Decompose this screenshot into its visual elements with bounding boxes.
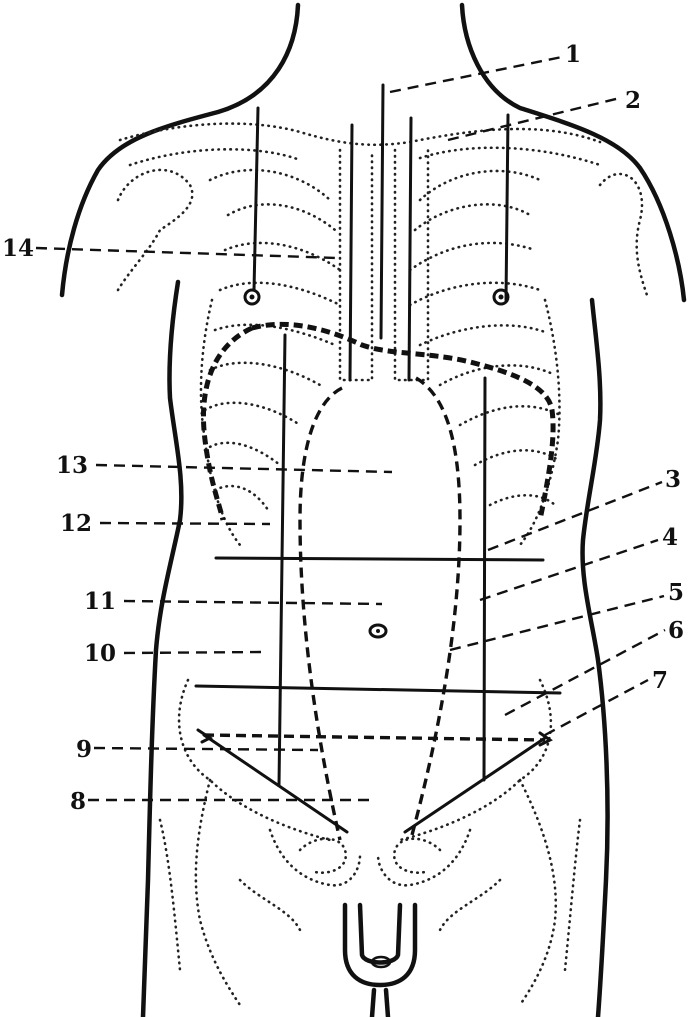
label-13: 13 (56, 452, 88, 479)
label-8: 8 (70, 788, 86, 815)
label-9: 9 (76, 736, 92, 763)
body-outline (59, 2, 687, 1017)
pelvis-dotted (158, 678, 582, 1007)
label-10: 10 (84, 640, 116, 667)
label-5: 5 (668, 579, 684, 606)
label-2: 2 (625, 87, 641, 114)
label-12: 12 (60, 510, 92, 537)
label-14: 14 (2, 235, 34, 262)
nipple-left (243, 288, 261, 306)
vertical-lines (252, 83, 510, 787)
leader-lines (35, 55, 666, 802)
diaphragm-line (200, 321, 556, 521)
label-4: 4 (662, 524, 678, 551)
nipple-right (492, 288, 510, 306)
label-7: 7 (652, 667, 668, 694)
labels: 1 2 3 4 5 6 7 8 9 10 11 12 13 14 (2, 41, 684, 815)
label-11: 11 (84, 588, 116, 615)
umbilicus (368, 623, 388, 639)
ribcage-dotted (116, 122, 650, 547)
rectus-outline (298, 376, 462, 841)
label-3: 3 (665, 466, 681, 493)
genital-outline (342, 902, 418, 988)
inguinal-lines (196, 728, 553, 834)
horizontal-lines (194, 556, 562, 695)
label-1: 1 (565, 41, 581, 68)
label-6: 6 (668, 617, 684, 644)
